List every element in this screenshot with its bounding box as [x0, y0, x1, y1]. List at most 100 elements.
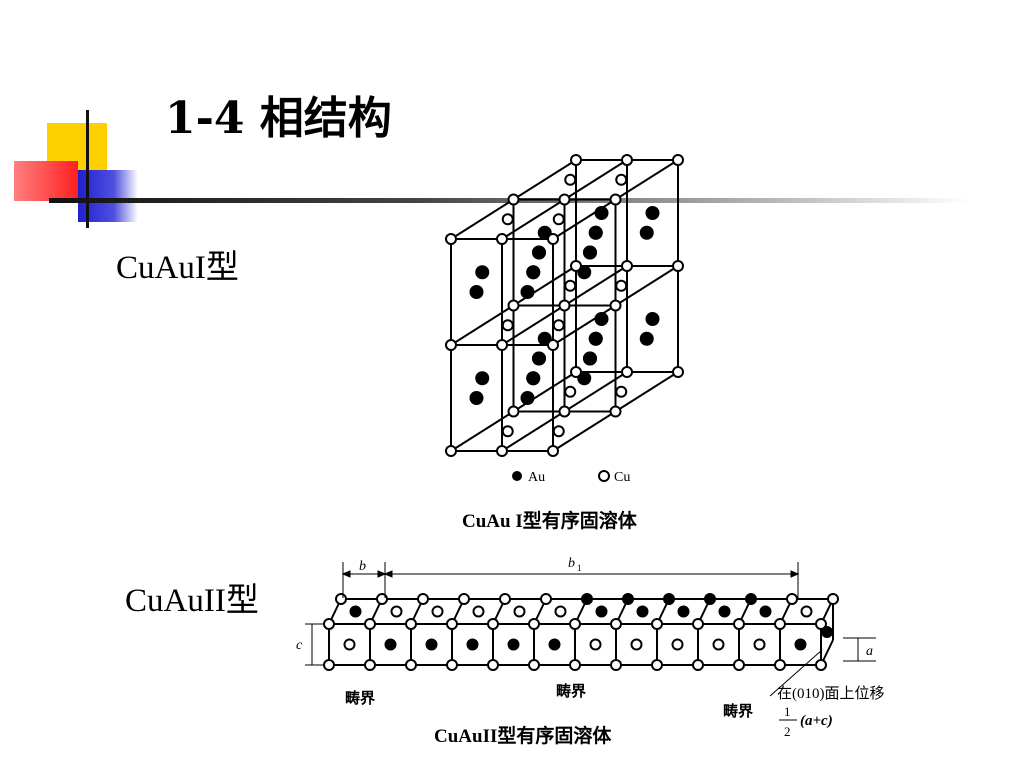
shift-vector-label: (a+c) — [800, 713, 833, 729]
cu-atom — [712, 638, 725, 651]
cu-atom — [733, 618, 745, 630]
cu-atom — [496, 339, 508, 351]
cu-atom — [558, 405, 571, 418]
cu-atom — [446, 659, 458, 671]
au-atom — [677, 605, 690, 618]
cu-atom — [496, 233, 508, 245]
au-atom — [475, 371, 490, 386]
cu-atom — [540, 593, 552, 605]
cu-atom — [507, 299, 520, 312]
cu-atom — [672, 154, 684, 166]
cu-atom — [487, 618, 499, 630]
cu-atom — [609, 193, 622, 206]
cu-atom — [672, 366, 684, 378]
dim-b1-subscript: 1 — [577, 563, 582, 573]
au-atom — [645, 312, 660, 326]
cu-atom — [547, 233, 559, 245]
cu-atom — [815, 659, 827, 671]
cu-atom — [405, 659, 417, 671]
cu-atom — [570, 154, 582, 166]
cu-atom — [570, 260, 582, 272]
cu-atom — [569, 618, 581, 630]
legend-au-label: Au — [528, 470, 545, 485]
lattice-legend: Au Cu — [512, 470, 630, 485]
au-atom — [577, 371, 592, 386]
slide-title: 1-4 相结构 — [165, 93, 392, 144]
au-atom — [583, 351, 597, 366]
dim-c-label: c — [296, 638, 303, 653]
domain-boundary-label-left: 畴界 — [345, 689, 375, 707]
cu-atom — [405, 618, 417, 630]
label-cuau-type2: CuAuII型 — [125, 583, 259, 619]
cu-atom — [431, 605, 444, 618]
cu-atom — [558, 193, 571, 206]
cu-atom — [610, 618, 622, 630]
shift-fraction-numerator: 1 — [784, 704, 791, 719]
cu-atom — [445, 339, 457, 351]
cu-atom — [621, 260, 633, 272]
cu-atom — [564, 173, 577, 186]
cu-atom — [501, 319, 514, 332]
cu-atom — [458, 593, 470, 605]
au-atom — [583, 245, 597, 260]
cu-atom — [335, 593, 347, 605]
cu-atom — [589, 638, 602, 651]
au-atom — [588, 331, 603, 346]
au-atom — [594, 312, 609, 326]
au-atom — [588, 225, 603, 240]
au-atom — [537, 225, 552, 240]
shift-note-label: 在(010)面上位移 — [777, 685, 885, 702]
cu-atom — [364, 659, 376, 671]
cu-atom — [615, 173, 628, 186]
cu-atom — [753, 638, 766, 651]
au-atom — [507, 638, 520, 651]
legend-au-marker — [512, 471, 522, 481]
au-atom — [639, 225, 654, 240]
cu-atom — [609, 299, 622, 312]
au-atom — [821, 626, 833, 638]
cu-atom — [323, 618, 335, 630]
cu-atom — [552, 425, 565, 438]
cu-atom — [827, 593, 839, 605]
au-atom — [548, 638, 561, 651]
cu-atom — [570, 366, 582, 378]
cu-atom — [564, 279, 577, 292]
cu-atom — [445, 445, 457, 457]
cu-atom — [547, 339, 559, 351]
cu-atom — [528, 618, 540, 630]
cu-atom — [621, 154, 633, 166]
legend-cu-marker — [598, 470, 610, 482]
cuau2-caption: CuAuII型有序固溶体 — [434, 726, 612, 747]
cu-atom — [692, 618, 704, 630]
au-atom — [466, 638, 479, 651]
au-atom — [594, 206, 609, 220]
cu-atom — [733, 659, 745, 671]
cu-atom — [800, 605, 813, 618]
cu-atom — [564, 385, 577, 398]
cu-atom — [547, 445, 559, 457]
au-atom — [520, 285, 535, 299]
au-atom — [745, 593, 757, 605]
label-cuau-type1: CuAuI型 — [116, 250, 239, 286]
cu-atom — [323, 659, 335, 671]
au-atom — [704, 593, 716, 605]
au-atom — [639, 331, 654, 346]
cu-atom — [501, 425, 514, 438]
cu-atom — [609, 405, 622, 418]
cu-atom — [364, 618, 376, 630]
cu-atom — [507, 405, 520, 418]
au-atom — [636, 605, 649, 618]
au-atom — [595, 605, 608, 618]
cu-atom — [554, 605, 567, 618]
cu-atom — [615, 385, 628, 398]
au-atom — [718, 605, 731, 618]
cu-atom — [496, 445, 508, 457]
au-atom — [663, 593, 675, 605]
cu-atom — [672, 260, 684, 272]
cu-atom — [487, 659, 499, 671]
au-atom — [425, 638, 438, 651]
cu-atom — [501, 213, 514, 226]
domain-boundary-label-middle: 畴界 — [556, 682, 586, 700]
cu-atom — [513, 605, 526, 618]
